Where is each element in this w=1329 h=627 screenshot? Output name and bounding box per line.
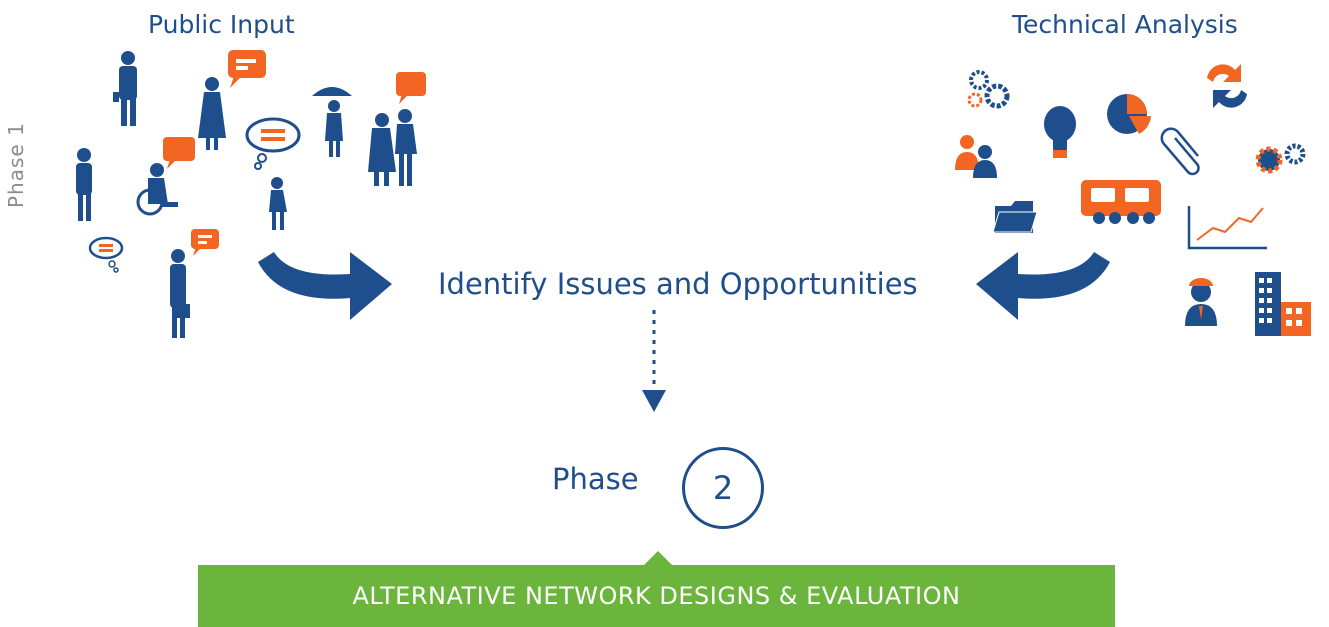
bus-icon: [1081, 180, 1161, 224]
technical-analysis-illustration: [955, 64, 1311, 336]
person-silhouette-icon: [113, 51, 137, 126]
speech-bubble-icon: [163, 137, 195, 169]
banner-notch: [644, 551, 672, 565]
buildings-icon: [1255, 272, 1311, 336]
person-silhouette-icon: [76, 148, 92, 221]
speech-bubble-icon: [228, 50, 266, 88]
alternative-network-banner: ALTERNATIVE NETWORK DESIGNS & EVALUATION: [198, 565, 1115, 627]
wheelchair-user-icon: [136, 163, 178, 216]
dotted-arrow-icon: [642, 310, 666, 412]
left-arrow-icon: [258, 252, 392, 320]
woman-silhouette-icon: [198, 77, 226, 150]
walking-person-icon: [269, 177, 287, 230]
gears-icon: [967, 70, 1010, 109]
public-input-illustration: [76, 50, 426, 338]
thought-bubble-icon: [245, 117, 301, 170]
thought-bubble-icon: [88, 236, 124, 273]
refresh-icon: [1207, 64, 1247, 108]
paperclip-icon: [1160, 127, 1200, 176]
speech-bubble-icon: [191, 229, 219, 256]
walking-couple-icon: [368, 109, 417, 186]
public-input-heading: Public Input: [148, 10, 295, 39]
person-with-bag-icon: [170, 249, 190, 338]
banner-text: ALTERNATIVE NETWORK DESIGNS & EVALUATION: [352, 582, 961, 610]
driver-icon: [1185, 278, 1217, 326]
speech-bubble-icon: [396, 72, 426, 104]
lightbulb-icon: [1044, 106, 1076, 158]
technical-analysis-heading: Technical Analysis: [1012, 10, 1238, 39]
right-arrow-icon: [976, 252, 1110, 320]
line-chart-icon: [1187, 206, 1267, 250]
phase-2-label: Phase: [552, 462, 639, 496]
phase-2-number-circle: 2: [682, 447, 764, 529]
pie-chart-icon: [1107, 94, 1151, 134]
umbrella-person-icon: [312, 87, 352, 157]
identify-issues-text: Identify Issues and Opportunities: [438, 267, 918, 301]
people-icon: [955, 135, 997, 178]
gear-pair-icon: [1255, 143, 1306, 174]
folder-icon: [992, 201, 1038, 233]
